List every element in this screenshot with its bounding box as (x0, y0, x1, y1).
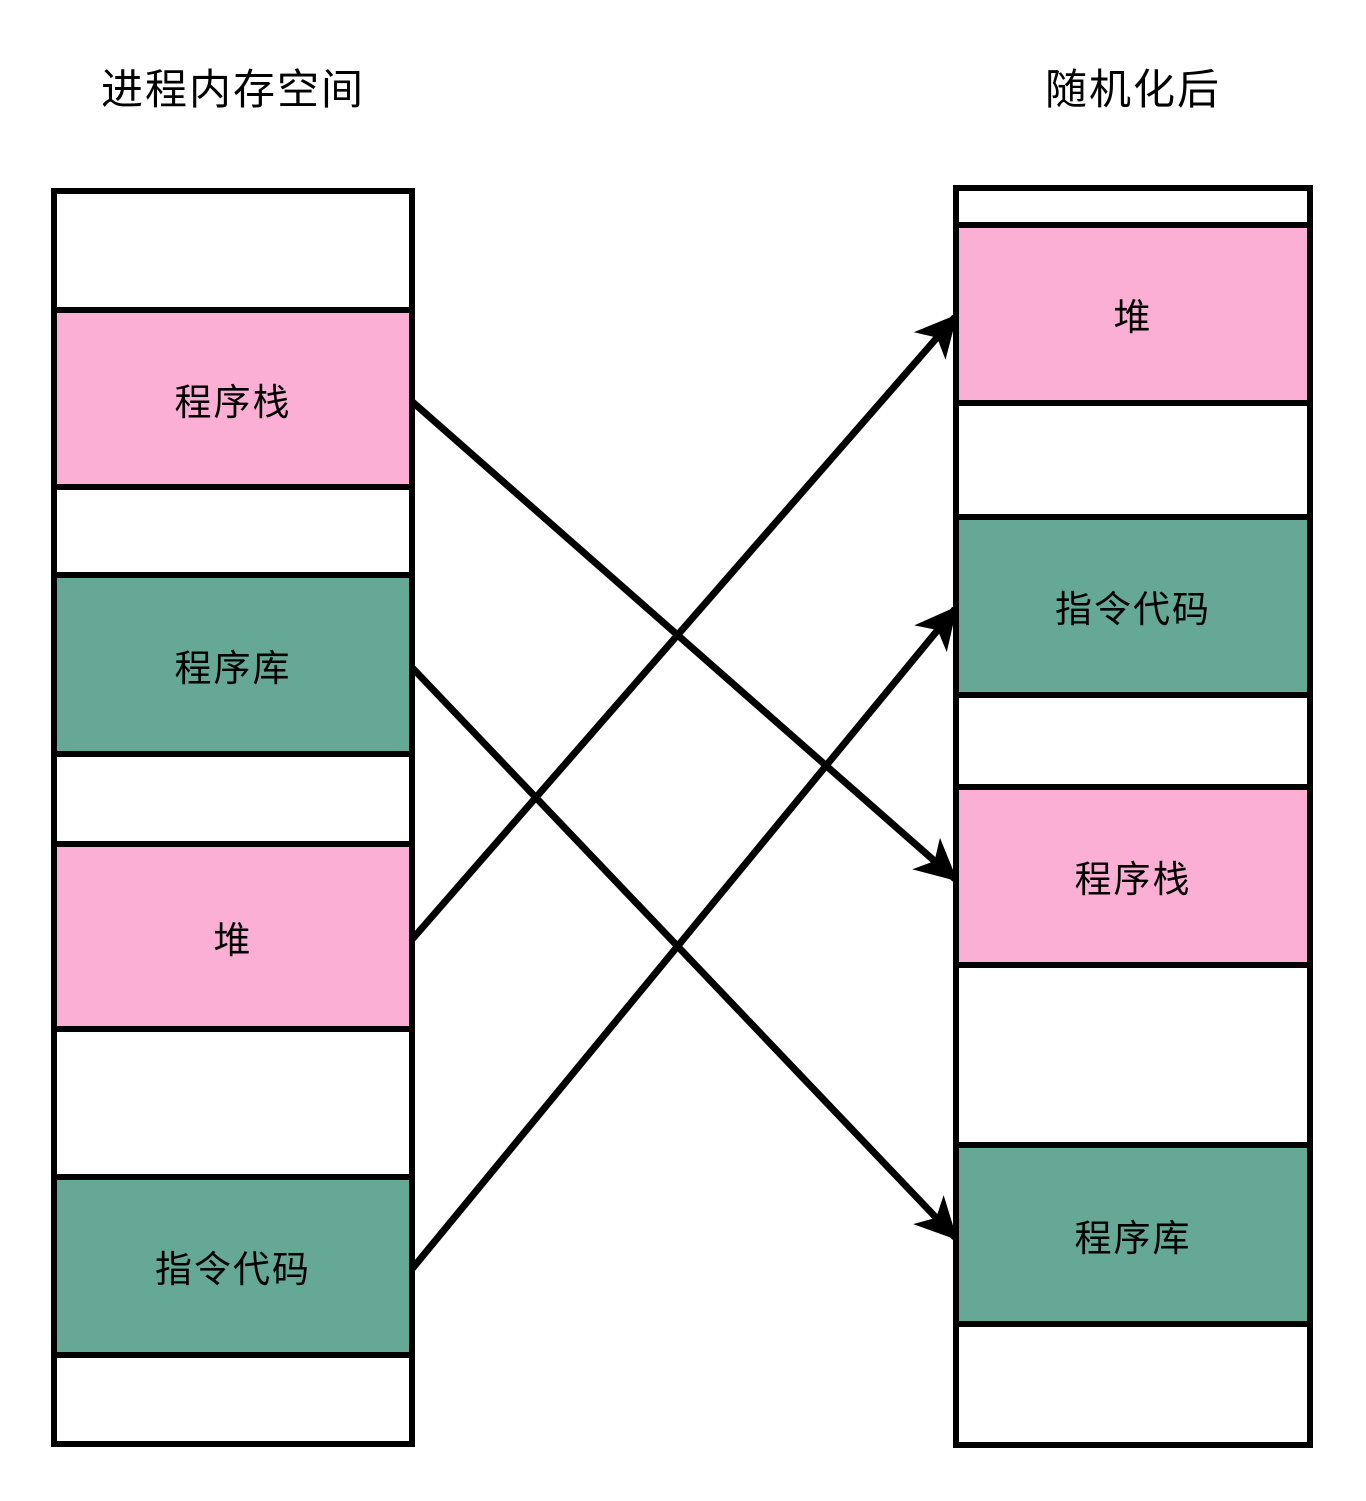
memory-segment-empty (959, 968, 1307, 1148)
left-column-title: 进程内存空间 (100, 66, 365, 113)
segment-label: 堆 (1113, 297, 1153, 338)
segment-label: 程序栈 (174, 381, 292, 423)
memory-segment-empty (57, 1032, 409, 1180)
memory-segment-instruction-code: 指令代码 (57, 1180, 409, 1358)
memory-segment-instruction-code: 指令代码 (959, 520, 1307, 698)
right-column-title: 随机化后 (1044, 66, 1221, 113)
memory-segment-program-stack: 程序栈 (959, 790, 1307, 968)
memory-segment-program-stack: 程序栈 (57, 313, 409, 490)
segment-label: 程序库 (174, 647, 292, 689)
memory-segment-heap: 堆 (959, 228, 1307, 406)
memory-segment-empty (57, 490, 409, 578)
memory-segment-empty (959, 1327, 1307, 1442)
memory-segment-heap: 堆 (57, 847, 409, 1032)
memory-segment-program-library: 程序库 (959, 1148, 1307, 1327)
segment-label: 指令代码 (1055, 589, 1211, 630)
segment-label: 指令代码 (155, 1249, 311, 1290)
arrow-stack-mapping (409, 398, 958, 882)
process-memory-column: 程序栈 程序库 堆 指令代码 (51, 188, 415, 1447)
memory-segment-empty (959, 191, 1307, 228)
memory-segment-empty (959, 406, 1307, 520)
randomized-memory-column: 堆 指令代码 程序栈 程序库 (953, 185, 1313, 1448)
memory-segment-empty (57, 194, 409, 313)
segment-label: 程序库 (1074, 1217, 1192, 1259)
segment-label: 堆 (213, 919, 253, 961)
memory-segment-empty (57, 1358, 409, 1441)
memory-segment-empty (57, 757, 409, 847)
arrow-code-mapping (409, 606, 958, 1272)
memory-segment-program-library: 程序库 (57, 578, 409, 757)
arrow-heap-mapping (409, 314, 958, 942)
segment-label: 程序栈 (1074, 859, 1192, 900)
memory-segment-empty (959, 698, 1307, 790)
arrow-library-mapping (409, 665, 958, 1241)
